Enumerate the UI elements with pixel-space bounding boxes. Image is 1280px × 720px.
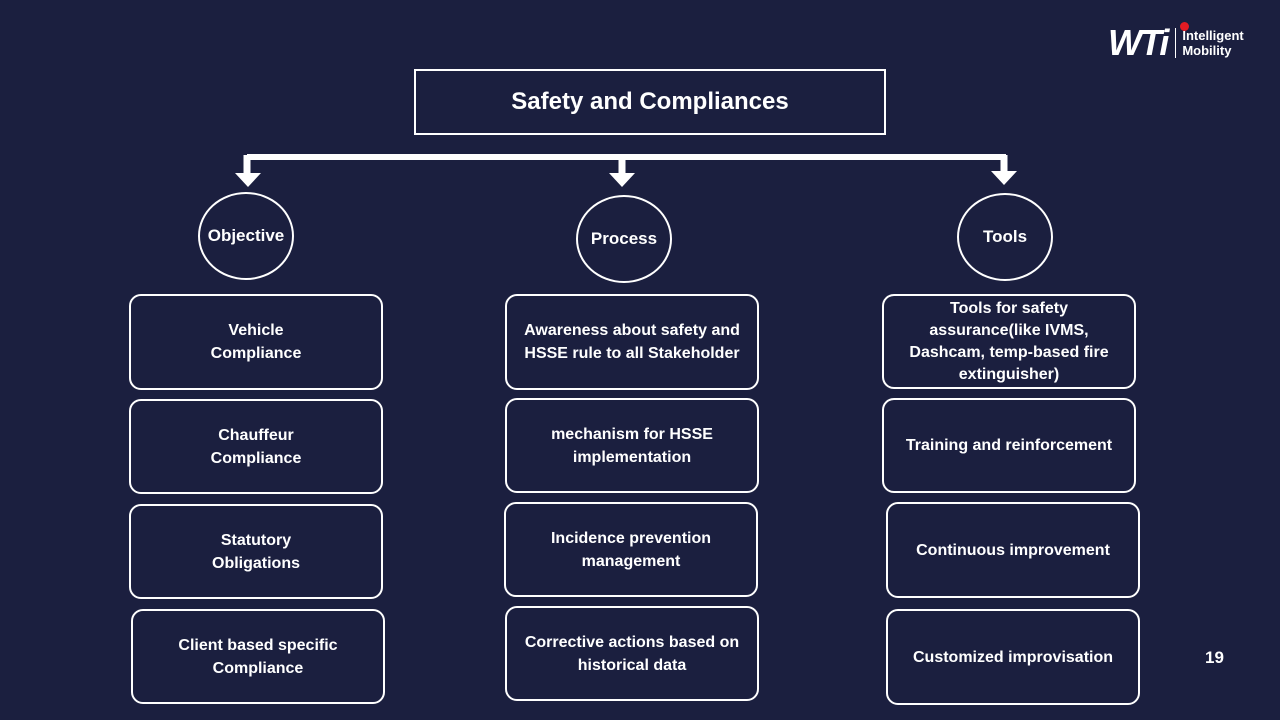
tools-item: Training and reinforcement (882, 398, 1136, 493)
objective-item: Statutory Obligations (129, 504, 383, 599)
objective-item: Client based specific Compliance (131, 609, 385, 704)
logo-brand: WTi (1108, 22, 1169, 63)
process-item: Corrective actions based on historical d… (505, 606, 759, 701)
logo-dot (1180, 22, 1189, 31)
page-number: 19 (1205, 648, 1224, 667)
tools-item: Customized improvisation (886, 609, 1140, 705)
heading-tools: Tools (957, 193, 1053, 281)
logo-divider (1175, 28, 1177, 58)
heading-process: Process (576, 195, 672, 283)
arrow-down-icon (235, 173, 261, 187)
process-item: mechanism for HSSE implementation (505, 398, 759, 493)
logo-tagline-1: Intelligent (1182, 28, 1244, 43)
process-item: Awareness about safety and HSSE rule to … (505, 294, 759, 390)
logo-tagline-2: Mobility (1182, 43, 1232, 58)
page-title: Safety and Compliances (414, 69, 886, 135)
tools-item: Continuous improvement (886, 502, 1140, 598)
objective-item: Chauffeur Compliance (129, 399, 383, 494)
tools-item: Tools for safety assurance(like IVMS, Da… (882, 294, 1136, 389)
process-item: Incidence prevention management (504, 502, 758, 597)
arrow-down-icon (991, 171, 1017, 185)
arrow-down-icon (609, 173, 635, 187)
heading-objective: Objective (198, 192, 294, 280)
objective-item: Vehicle Compliance (129, 294, 383, 390)
